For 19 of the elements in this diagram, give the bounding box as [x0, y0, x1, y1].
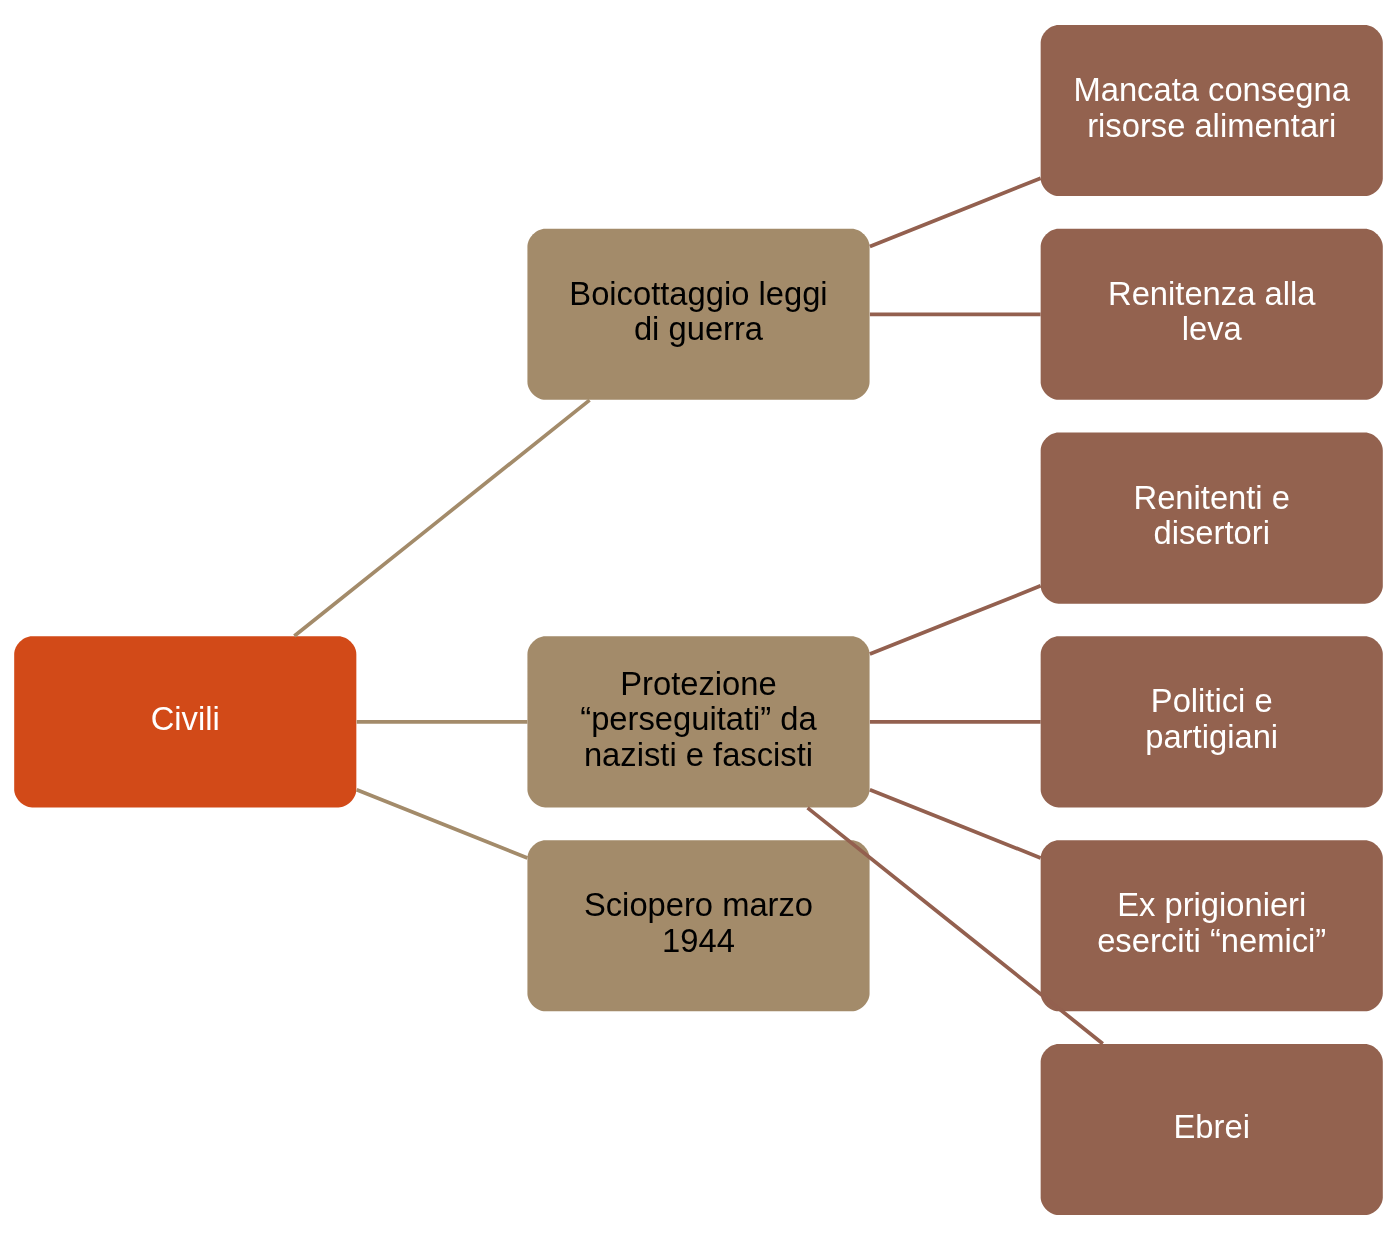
node-box: Protezione “perseguitati” da nazisti e fascisti	[527, 636, 870, 808]
node-box: Civili	[14, 636, 357, 808]
connector	[869, 312, 1041, 317]
connector	[806, 806, 1104, 1046]
node-box: Renitenti e disertori	[1040, 432, 1383, 604]
connector	[356, 720, 528, 724]
node-box: Ebrei	[1040, 1043, 1383, 1216]
node-box: Mancata consegna risorse alimentari	[1040, 24, 1383, 197]
connector	[355, 788, 529, 860]
connector	[869, 720, 1041, 724]
node-box: Politici e partigiani	[1040, 636, 1383, 808]
node-box: Ex prigionieri eserciti “nemici”	[1040, 840, 1383, 1012]
connector	[869, 584, 1042, 656]
node-box: Boicottaggio leggi di guerra	[527, 228, 870, 400]
connector	[869, 788, 1042, 860]
node-box: Renitenza alla leva	[1040, 228, 1383, 400]
connector	[869, 176, 1042, 249]
node-box: Sciopero marzo 1944	[527, 840, 870, 1012]
connector	[293, 398, 591, 638]
